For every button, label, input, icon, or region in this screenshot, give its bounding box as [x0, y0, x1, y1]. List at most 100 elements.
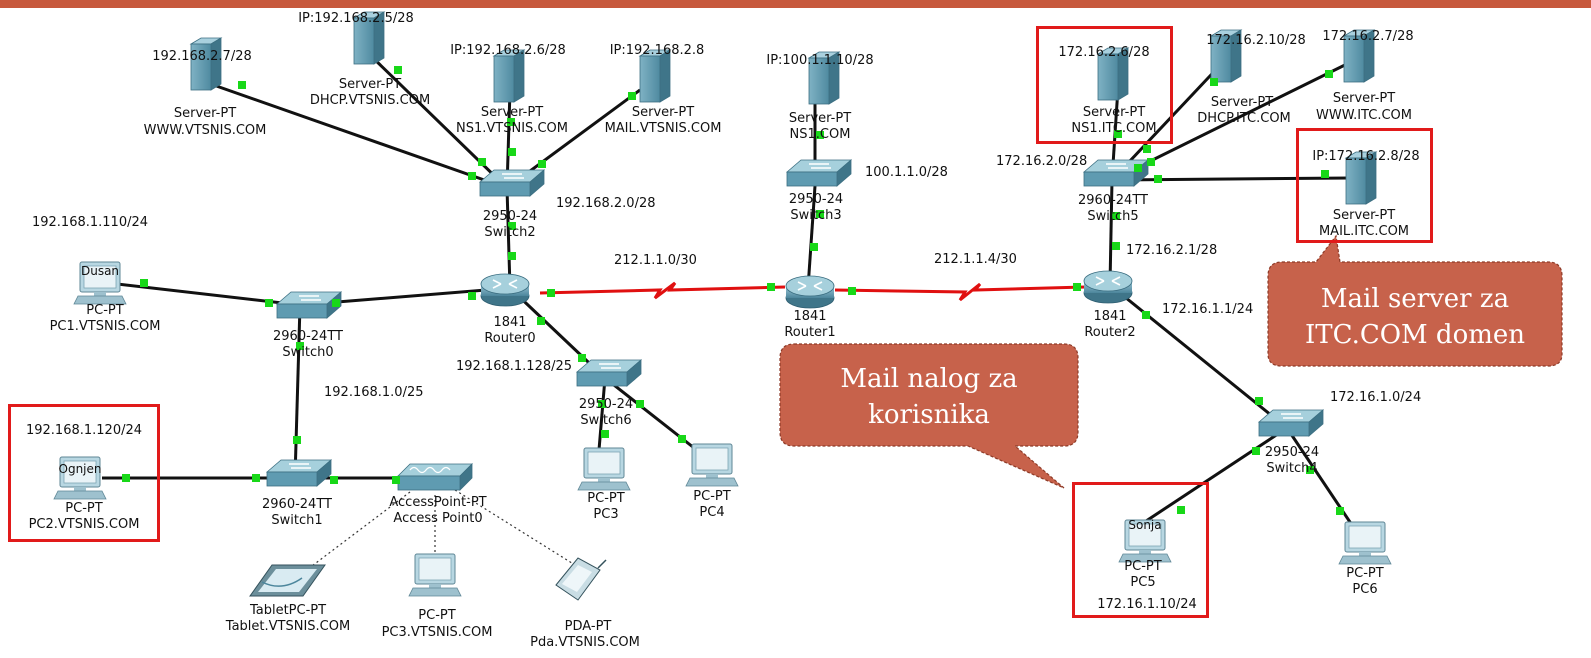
wireless-links — [299, 489, 576, 576]
device-model-label: 1841 — [1093, 309, 1127, 324]
highlight-box-mail-itc — [1296, 128, 1433, 243]
device-name-label: PC2.VTSNIS.COM — [28, 517, 140, 532]
router-icon[interactable] — [785, 275, 835, 309]
device-model-label: TabletPC-PT — [249, 603, 327, 618]
callout-mail-account-line1: Mail nalog za — [840, 364, 1018, 394]
device-name-label: Switch4 — [1266, 461, 1318, 476]
device-name-label: Access Point0 — [393, 511, 483, 526]
serial-links — [539, 281, 1086, 302]
ip-label: 172.16.2.7/28 — [1322, 29, 1414, 44]
device-name-label: NS1.ITC.COM — [1071, 121, 1157, 136]
switch-icon[interactable] — [576, 359, 642, 387]
device-model-label: 2950-24 — [578, 397, 634, 412]
ip-label: 192.168.1.110/24 — [31, 215, 149, 230]
device-model-label: 1841 — [493, 315, 527, 330]
pc-icon[interactable] — [1338, 521, 1392, 565]
device-model-label: 2950-24 — [482, 209, 538, 224]
network-label: 172.16.1.1/24 — [1162, 302, 1254, 317]
switch-icon[interactable] — [1258, 409, 1324, 437]
router-icon[interactable] — [480, 273, 530, 307]
tablet-icon[interactable] — [249, 564, 326, 597]
callout-mail-server-line2: ITC.COM domen — [1304, 320, 1526, 350]
network-label: 212.1.1.0/30 — [614, 253, 697, 268]
callout-mail-account-line2: korisnika — [868, 400, 990, 430]
ip-label: 172.16.2.10/28 — [1206, 33, 1306, 48]
device-name-label: WWW.ITC.COM — [1316, 108, 1412, 123]
network-label: 192.168.1.0/25 — [324, 385, 424, 400]
device-name-label: Switch6 — [580, 413, 632, 428]
highlight-box-pc5 — [1072, 482, 1209, 618]
access-point-icon[interactable] — [397, 463, 473, 491]
device-model-label: PC-PT — [1124, 559, 1162, 574]
pc-icon[interactable] — [577, 447, 631, 491]
network-label: 100.1.1.0/28 — [865, 165, 948, 180]
device-name-label: MAIL.ITC.COM — [1318, 224, 1410, 239]
ip-label: 192.168.2.7/28 — [152, 49, 252, 64]
device-name-label: Switch3 — [790, 208, 842, 223]
device-name-label: PC1.VTSNIS.COM — [49, 319, 161, 334]
ip-label: 172.16.1.10/24 — [1097, 597, 1197, 612]
device-name-label: DHCP.ITC.COM — [1197, 111, 1291, 126]
device-name-label: Tablet.VTSNIS.COM — [225, 619, 351, 634]
pc-icon[interactable] — [685, 443, 739, 487]
device-name-label: NS1.COM — [789, 127, 851, 142]
device-name-label: Switch0 — [282, 345, 334, 360]
device-model-label: 1841 — [793, 309, 827, 324]
device-model-label: Server-PT — [1082, 105, 1146, 120]
callout-mail-server-shape — [1267, 234, 1563, 367]
switch-icon[interactable] — [266, 459, 332, 487]
device-name-label: NS1.VTSNIS.COM — [456, 121, 568, 136]
device-model-label: Server-PT — [480, 105, 544, 120]
router-icon[interactable] — [1083, 270, 1133, 304]
switch-icon[interactable] — [1083, 159, 1149, 187]
device-model-label: Server-PT — [338, 77, 402, 92]
device-name-label: Router0 — [484, 331, 536, 346]
device-model-label: Server-PT — [788, 111, 852, 126]
switch-icon[interactable] — [786, 159, 852, 187]
device-model-label: 2950-24 — [1264, 445, 1320, 460]
ip-label: IP:192.168.2.6/28 — [450, 43, 566, 58]
server-icon[interactable] — [190, 37, 222, 91]
device-model-label: PDA-PT — [564, 619, 612, 634]
switch-icon[interactable] — [276, 291, 342, 319]
pc-screen-label: Dusan — [80, 264, 120, 278]
device-model-label: 2960-24TT — [262, 497, 332, 512]
device-model-label: PC-PT — [418, 608, 456, 623]
device-name-label: PC4 — [699, 505, 725, 520]
pc-screen-label: Sonja — [1128, 518, 1162, 532]
pda-icon[interactable] — [555, 557, 607, 601]
network-label: 192.168.2.0/28 — [556, 196, 656, 211]
device-name-label: PC3 — [593, 507, 619, 522]
switch-icon[interactable] — [479, 169, 545, 197]
device-model-label: PC-PT — [65, 501, 103, 516]
slide-accent-bar — [0, 0, 1591, 8]
pc-icon[interactable] — [408, 553, 462, 597]
device-name-label: PC6 — [1352, 582, 1378, 597]
device-name-label: PC3.VTSNIS.COM — [381, 625, 493, 640]
device-name-label: Router1 — [784, 325, 836, 340]
network-label: 212.1.1.4/30 — [934, 252, 1017, 267]
device-model-label: Server-PT — [173, 106, 237, 121]
device-model-label: Server-PT — [631, 105, 695, 120]
device-name-label: Switch1 — [271, 513, 323, 528]
device-model-label: PC-PT — [1346, 566, 1384, 581]
device-name-label: MAIL.VTSNIS.COM — [604, 121, 722, 136]
ip-label: IP:172.16.2.8/28 — [1312, 149, 1420, 164]
port-dots — [122, 66, 1344, 515]
pc-screen-label: Ognjen — [58, 462, 102, 476]
device-model-label: Server-PT — [1210, 95, 1274, 110]
device-name-label: WWW.VTSNIS.COM — [143, 123, 267, 138]
ip-label: 192.168.1.120/24 — [25, 423, 143, 438]
ip-label: IP:192.168.2.8 — [609, 43, 705, 58]
device-model-label: PC-PT — [86, 303, 124, 318]
callout-mail-account-shape — [779, 343, 1079, 489]
device-model-label: PC-PT — [587, 491, 625, 506]
device-model-label: 2960-24TT — [273, 329, 343, 344]
callout-mail-server-line1: Mail server za — [1320, 284, 1510, 314]
device-model-label: 2950-24 — [788, 192, 844, 207]
highlight-box-pc2 — [8, 404, 160, 542]
device-name-label: Router2 — [1084, 325, 1136, 340]
device-model-label: PC-PT — [693, 489, 731, 504]
